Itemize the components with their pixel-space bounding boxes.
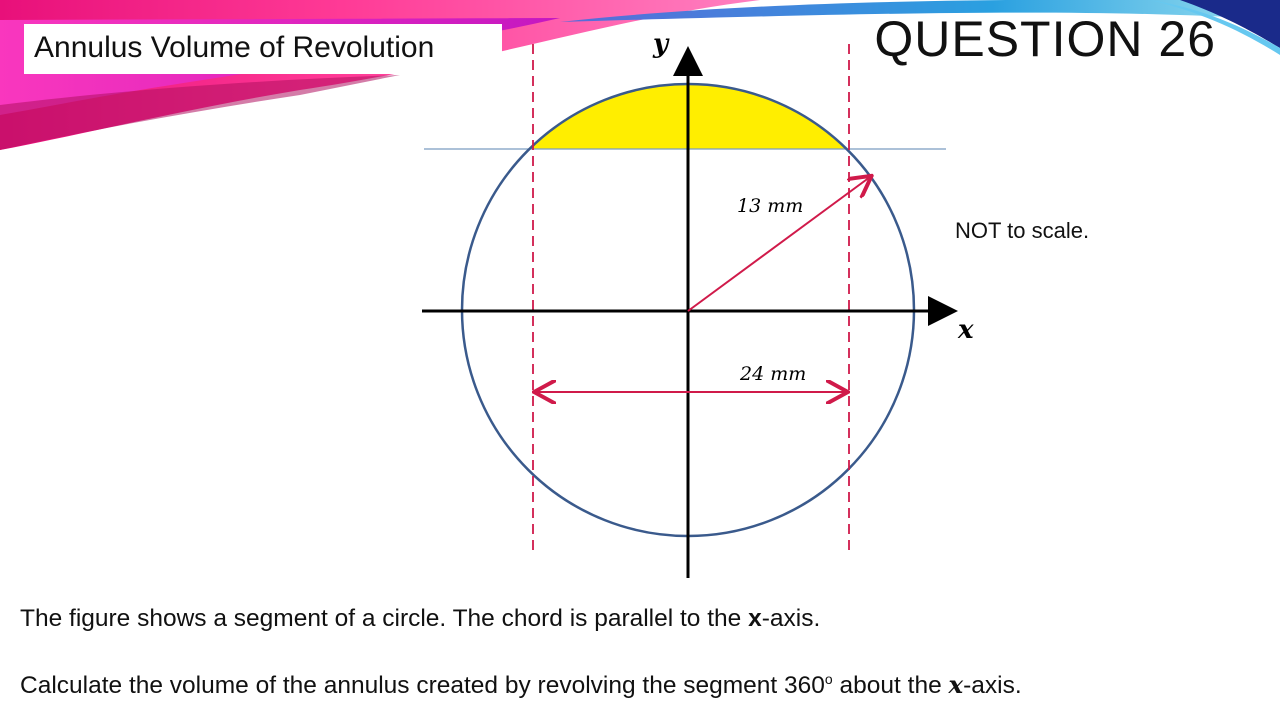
radius-arrow (687, 177, 870, 312)
line1-text-after: -axis. (761, 605, 821, 632)
line2-x-variable: x (948, 670, 964, 699)
line2-text-before: Calculate the volume of the annulus crea… (20, 672, 825, 699)
line1-x-variable: x (748, 605, 762, 632)
slide-title: QUESTION 26 (874, 11, 1216, 67)
x-axis-label: x (957, 315, 974, 345)
not-to-scale-note: NOT to scale. (955, 218, 1090, 243)
radius-label: 13 mm (737, 195, 803, 217)
chord-width-label: 24 mm (739, 363, 806, 385)
shaded-segment (462, 84, 914, 149)
line1-text-before: The figure shows a segment of a circle. … (20, 605, 749, 632)
degree-symbol: o (824, 670, 833, 687)
slide-subtitle: Annulus Volume of Revolution (34, 31, 435, 64)
question-line-1: The figure shows a segment of a circle. … (20, 605, 820, 633)
subtitle-background (24, 24, 502, 74)
question-line-2: Calculate the volume of the annulus crea… (20, 670, 1022, 700)
line2-text-middle: about the (832, 672, 949, 699)
line2-text-after: -axis. (963, 672, 1022, 699)
y-axis-label: y (652, 29, 670, 59)
